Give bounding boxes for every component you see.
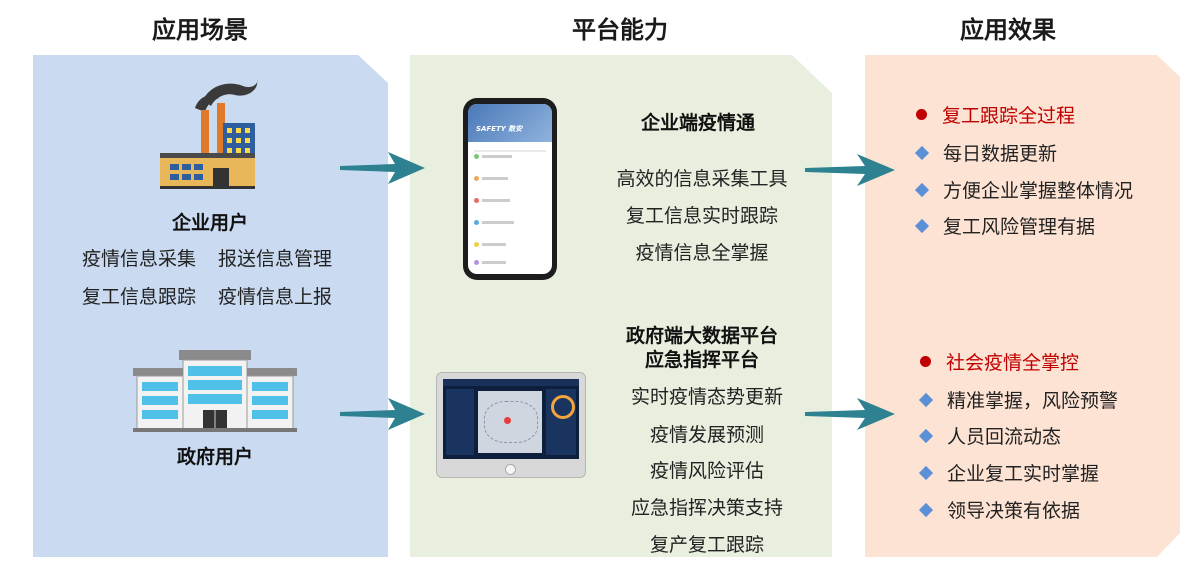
factory-icon (160, 80, 258, 189)
dashboard-map (478, 391, 542, 453)
phone-list-text (482, 221, 514, 224)
effect-item: 精准掌握，风险预警 (918, 386, 1118, 413)
diamond-icon (918, 428, 934, 443)
header-capability: 平台能力 (572, 16, 668, 44)
phone-screen: SAFETY 数安 (468, 104, 552, 274)
arrow-right-icon (805, 398, 895, 430)
platform-feature: 疫情信息全掌握 (635, 242, 769, 264)
arrow-right-icon (340, 398, 425, 430)
government-building-icon (133, 350, 297, 432)
dashboard-header (443, 379, 579, 386)
enterprise-item: 报送信息管理 (218, 248, 333, 270)
list-dot-icon (474, 198, 479, 203)
phone-list-text (482, 155, 512, 158)
effect-item: 复工风险管理有据 (914, 212, 1095, 239)
government-user-title: 政府用户 (176, 446, 253, 468)
effect-enterprise-list: 复工跟踪全过程 每日数据更新 方便企业掌握整体情况 复工风险管理有据 (914, 0, 1176, 571)
effect-item: 每日数据更新 (914, 139, 1057, 166)
monitor-button-icon (505, 464, 516, 475)
map-region (484, 401, 538, 443)
platform-feature: 复产复工跟踪 (649, 534, 764, 556)
dashboard-screen (443, 379, 579, 459)
phone-banner: SAFETY 数安 (468, 104, 552, 142)
platform-feature: 复工信息实时跟踪 (625, 205, 778, 227)
header-effect: 应用效果 (960, 16, 1056, 44)
red-dot-icon (916, 109, 927, 120)
platform-feature: 疫情发展预测 (649, 424, 764, 446)
platform-feature: 疫情风险评估 (649, 460, 764, 482)
enterprise-user-title: 企业用户 (171, 212, 248, 234)
enterprise-item: 疫情信息采集 (82, 248, 197, 270)
header-scenario: 应用场景 (152, 16, 248, 44)
list-dot-icon (474, 220, 479, 225)
enterprise-item: 复工信息跟踪 (82, 286, 197, 308)
effect-panel (865, 55, 1180, 557)
platform-feature: 高效的信息采集工具 (616, 168, 788, 190)
platform-feature: 应急指挥决策支持 (630, 497, 783, 519)
phone-brand: SAFETY 数安 (476, 125, 523, 133)
phone-list-text (482, 243, 506, 246)
list-dot-icon (474, 154, 479, 159)
effect-government-list: 社会疫情全掌控 精准掌握，风险预警 人员回流动态 企业复工实时掌握 领导决策有依… (918, 0, 1180, 571)
dashboard-side-panel (446, 389, 474, 455)
diamond-icon (918, 392, 934, 407)
red-dot-icon (920, 356, 931, 367)
effect-headline: 复工跟踪全过程 (916, 101, 1075, 128)
platform-enterprise-title: 企业端疫情通 (640, 112, 755, 134)
effect-headline: 社会疫情全掌控 (920, 348, 1079, 375)
arrow-right-icon (340, 152, 425, 184)
list-dot-icon (474, 260, 479, 265)
monitor-mockup (436, 372, 586, 478)
diamond-icon (918, 502, 934, 517)
scenario-panel (33, 55, 388, 557)
effect-item: 企业复工实时掌握 (918, 459, 1099, 486)
arrow-right-icon (805, 154, 895, 186)
phone-list-row (474, 150, 546, 152)
list-dot-icon (474, 242, 479, 247)
platform-government-subtitle: 应急指挥平台 (644, 349, 759, 371)
list-dot-icon (474, 176, 479, 181)
effect-item: 领导决策有依据 (918, 496, 1080, 523)
dashboard-right-panel (546, 389, 576, 455)
map-marker-icon (504, 417, 511, 424)
phone-list-text (482, 261, 506, 264)
effect-item: 方便企业掌握整体情况 (914, 176, 1133, 203)
platform-feature: 实时疫情态势更新 (630, 386, 783, 408)
dashboard-gauge (551, 395, 575, 419)
phone-mockup: SAFETY 数安 (463, 98, 557, 280)
phone-list-text (482, 177, 508, 180)
enterprise-item: 疫情信息上报 (218, 286, 333, 308)
diamond-icon (918, 465, 934, 480)
platform-government-title: 政府端大数据平台 (625, 325, 778, 347)
phone-list-text (482, 199, 510, 202)
effect-item: 人员回流动态 (918, 422, 1061, 449)
